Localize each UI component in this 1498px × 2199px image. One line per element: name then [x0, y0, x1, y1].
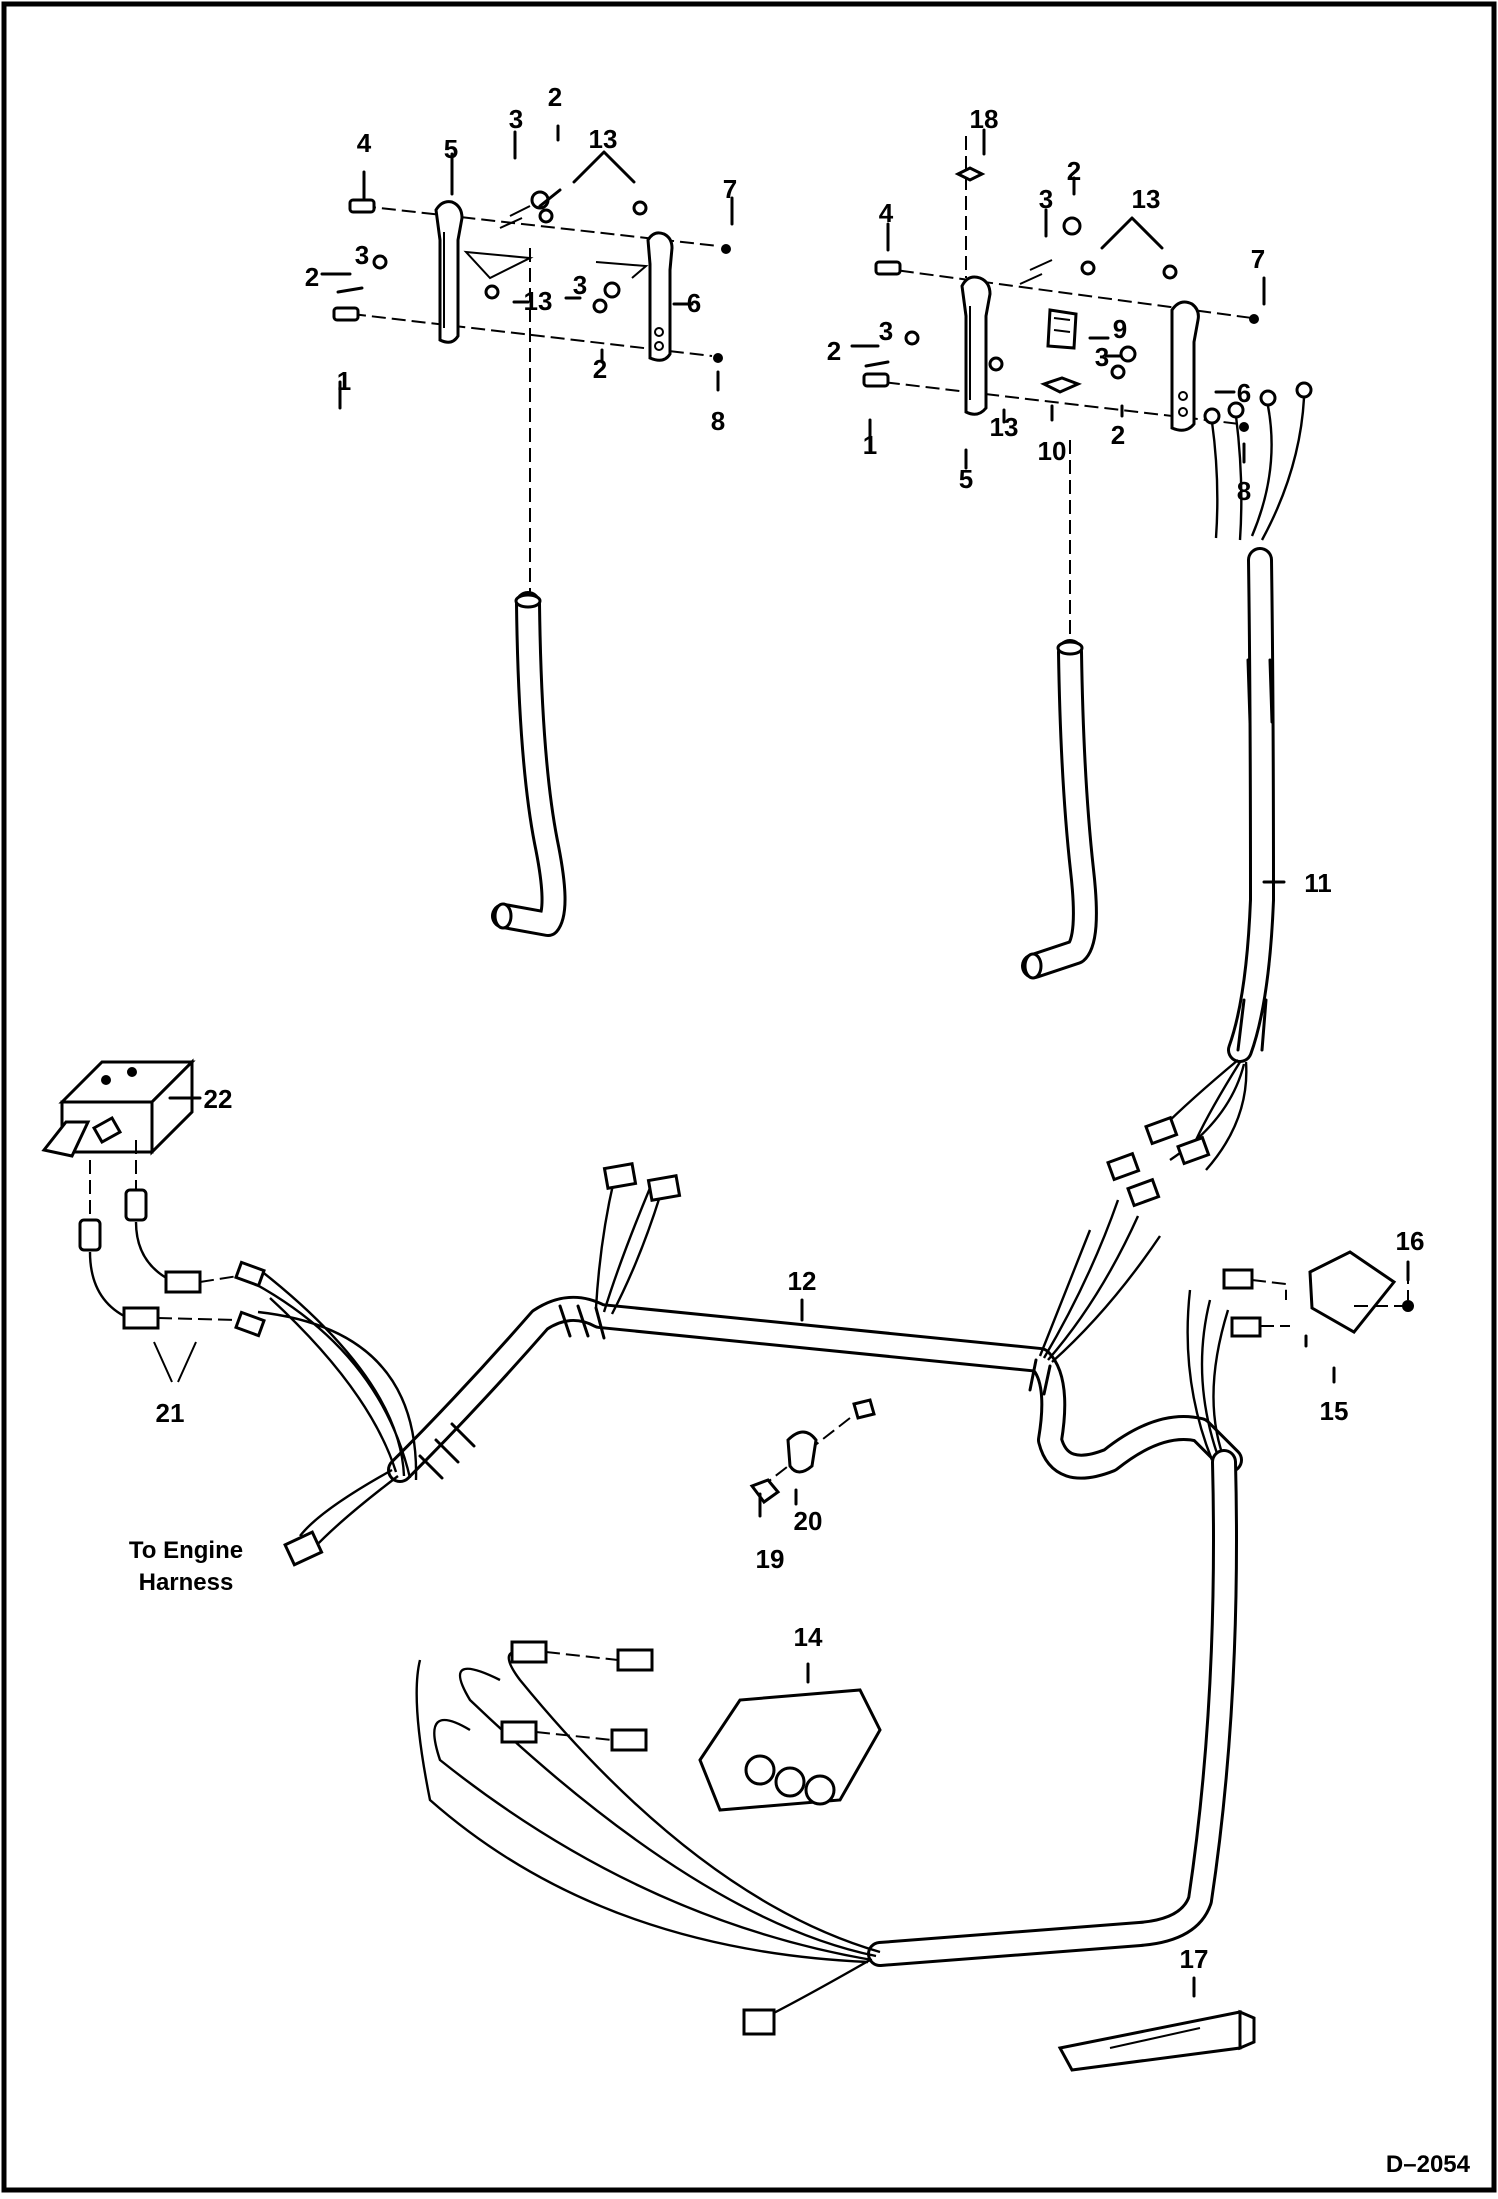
callout-2: 2	[305, 262, 319, 292]
callout-11: 11	[1304, 868, 1332, 898]
bolt-1-left	[332, 306, 360, 322]
callout-15: 15	[1320, 1396, 1349, 1426]
harness-12	[234, 1161, 1243, 1567]
callout-2: 2	[548, 82, 562, 112]
sensors-21	[78, 1140, 239, 1383]
callout-13: 13	[1132, 184, 1161, 214]
callout-9: 9	[1113, 314, 1127, 344]
lower-harness	[415, 1449, 1238, 2036]
callout-3: 3	[1039, 184, 1053, 214]
left-pedal-assembly	[332, 190, 731, 937]
callout-2: 2	[593, 354, 607, 384]
drawing-code: D–2054	[1386, 2151, 1471, 2178]
callout-13: 13	[589, 124, 618, 154]
callout-5: 5	[444, 134, 458, 164]
callout-7: 7	[723, 174, 737, 204]
callout-10: 10	[1038, 436, 1067, 466]
callout-6: 6	[687, 288, 701, 318]
callout-14: 14	[794, 1622, 823, 1652]
to-engine-harness-line2: Harness	[139, 1569, 234, 1596]
callout-19: 19	[756, 1544, 785, 1574]
callout-13: 13	[524, 286, 553, 316]
callout-7: 7	[1251, 244, 1265, 274]
callout-1: 1	[863, 430, 877, 460]
right-pedal-assembly	[862, 136, 1259, 980]
callout-2: 2	[1111, 420, 1125, 450]
callout-8: 8	[711, 406, 725, 436]
callout-4: 4	[357, 128, 372, 158]
callout-16: 16	[1396, 1226, 1425, 1256]
block-15	[1186, 1250, 1414, 1465]
grease-tube-17	[1057, 2009, 1256, 2072]
callout-3: 3	[573, 270, 587, 300]
callout-17: 17	[1180, 1944, 1209, 1974]
bolt-4-left	[348, 198, 376, 214]
callout-20: 20	[794, 1506, 823, 1536]
callout-6: 6	[1237, 378, 1251, 408]
callout-12: 12	[788, 1266, 817, 1296]
switch-block-22	[41, 1058, 196, 1158]
callout-1: 1	[337, 366, 351, 396]
callout-3: 3	[355, 240, 369, 270]
callout-3: 3	[1095, 342, 1109, 372]
callout-2: 2	[827, 336, 841, 366]
callout-4: 4	[879, 198, 894, 228]
callout-3: 3	[509, 104, 523, 134]
callout-5: 5	[959, 464, 973, 494]
bolt-4-right	[874, 260, 902, 276]
clamp-assembly	[749, 1398, 876, 1505]
to-engine-harness-line1: To Engine	[129, 1537, 243, 1564]
harness-11	[1106, 381, 1313, 1208]
callout-13: 13	[990, 412, 1019, 442]
leader-lines	[168, 124, 1410, 1998]
callout-labels: 2 4 3 13 5 7 3 2 13 3 6 1 2 8 18 2 3 13 …	[129, 82, 1471, 2178]
callout-21: 21	[156, 1398, 185, 1428]
callout-22: 22	[204, 1084, 233, 1114]
callout-2: 2	[1067, 156, 1081, 186]
bolt-1-right	[862, 372, 890, 388]
callout-8: 8	[1237, 476, 1251, 506]
callout-3: 3	[879, 316, 893, 346]
callout-18: 18	[970, 104, 999, 134]
